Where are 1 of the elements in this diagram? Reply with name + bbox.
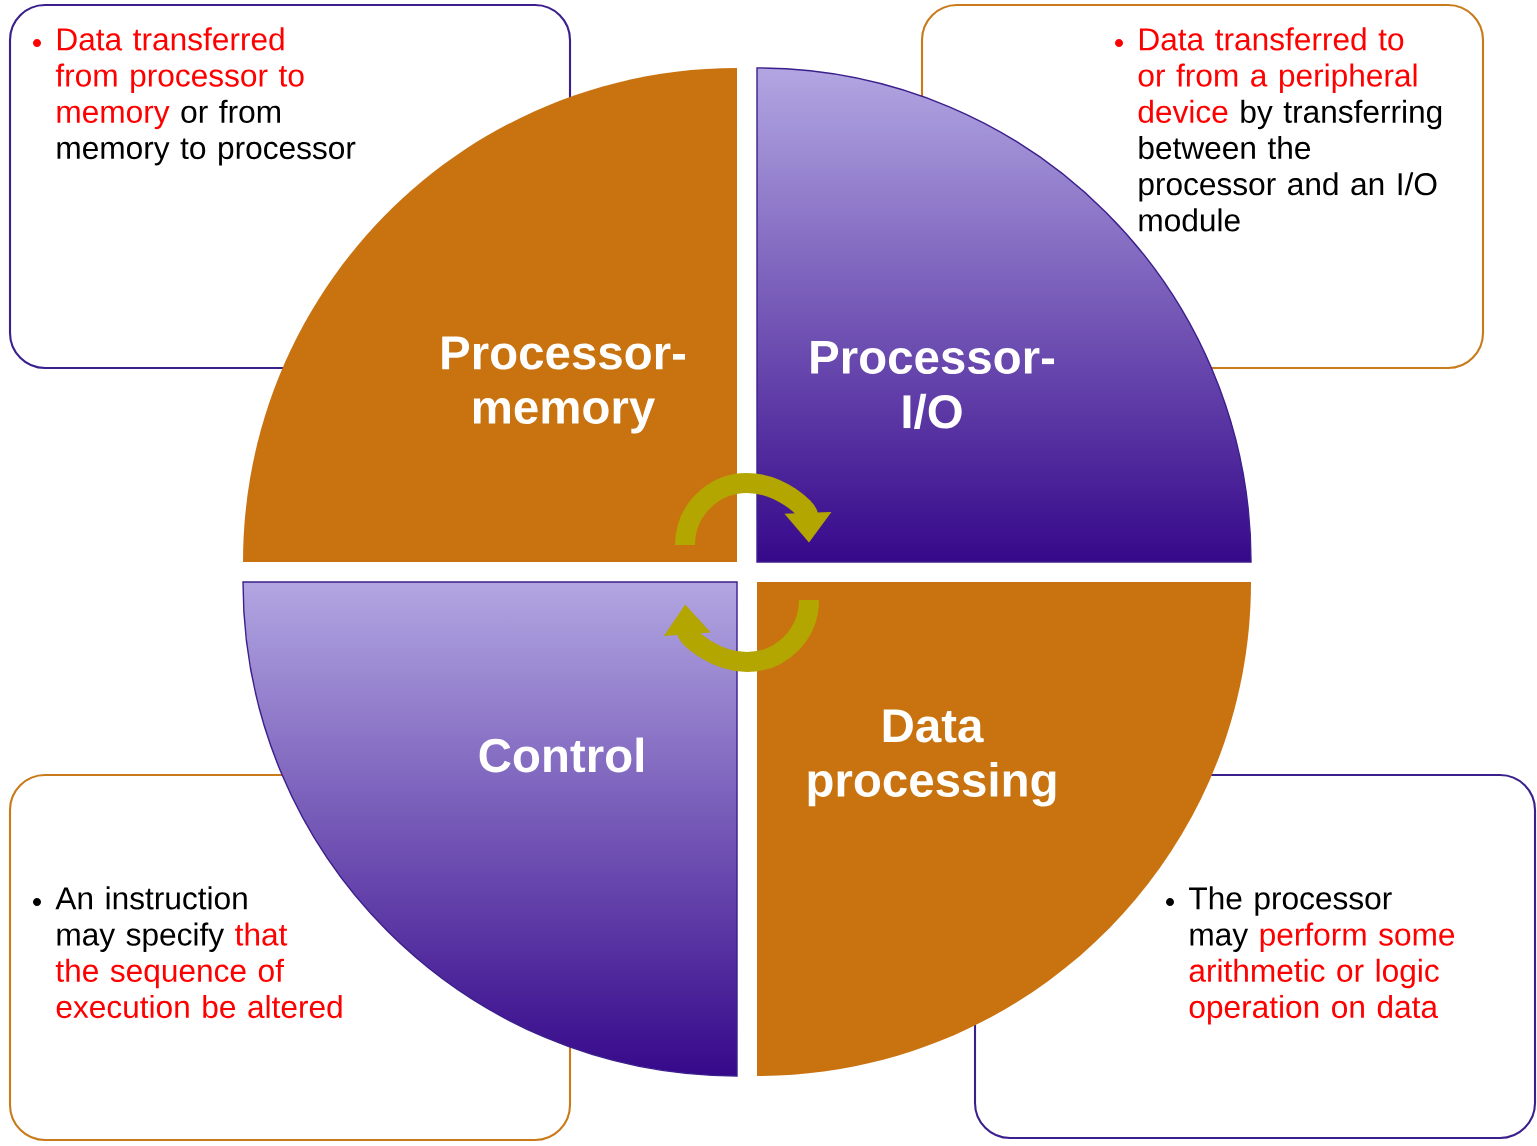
curved-arrow bbox=[675, 473, 832, 546]
